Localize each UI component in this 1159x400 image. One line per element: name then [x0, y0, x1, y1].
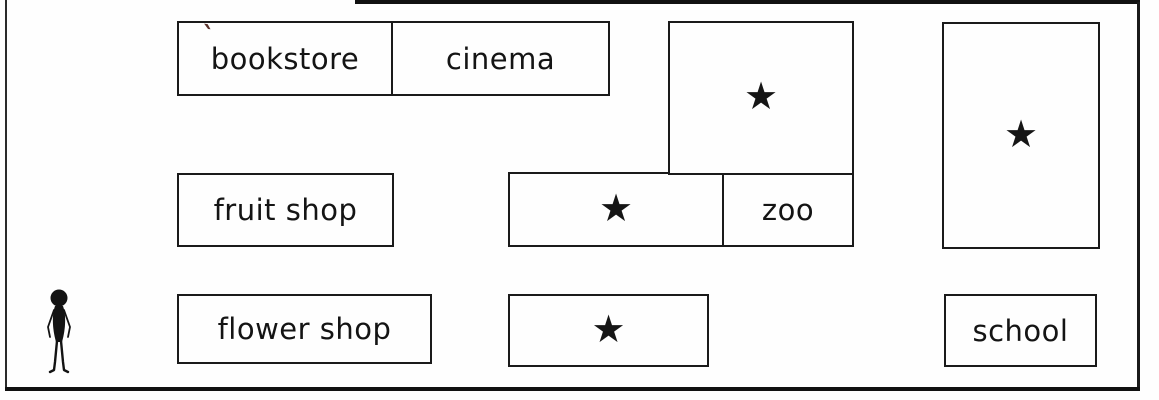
- person-icon: [47, 289, 71, 374]
- building-zoo: zoo: [722, 172, 854, 247]
- building-bookstore: bookstore: [177, 21, 393, 96]
- map-border-right: [1137, 2, 1140, 391]
- map-border-bottom: [5, 387, 1140, 391]
- building-school: school: [944, 294, 1097, 367]
- star-icon: ★: [591, 306, 626, 351]
- zoo-label: zoo: [761, 192, 815, 227]
- building-star-block-bottom-row: ★: [508, 294, 709, 367]
- building-flower-shop: flower shop: [177, 294, 432, 364]
- building-star-block-top-middle: ★: [668, 21, 854, 175]
- star-icon: ★: [598, 185, 634, 230]
- bookstore-label: bookstore: [210, 41, 360, 76]
- building-cinema: cinema: [391, 21, 610, 96]
- star-icon: ★: [1003, 111, 1039, 156]
- building-fruit-shop: fruit shop: [177, 173, 394, 247]
- building-star-block-right-tall: ★: [942, 22, 1100, 249]
- flower-shop-label: flower shop: [217, 312, 392, 346]
- building-star-block-middle-row: ★: [508, 172, 724, 247]
- star-icon: ★: [743, 74, 779, 118]
- map-border-top: [355, 0, 1140, 4]
- cinema-label: cinema: [445, 41, 556, 76]
- map-border-left: [5, 0, 7, 391]
- school-label: school: [972, 313, 1069, 348]
- fruit-shop-label: fruit shop: [213, 193, 358, 227]
